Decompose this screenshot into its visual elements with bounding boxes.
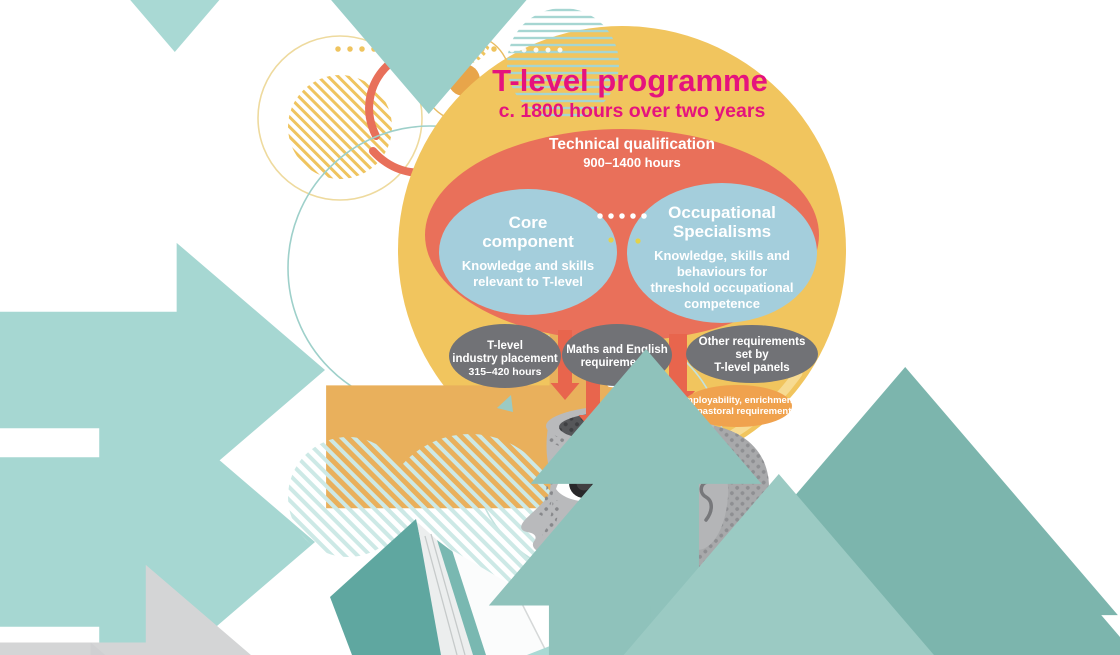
- technical-qualification-hours: 900–1400 hours: [583, 155, 681, 170]
- industry-placement-group: T-level industry placement 315–420 hours: [449, 324, 561, 388]
- employability-ellipse: [682, 385, 792, 427]
- ear-inner-line: [699, 480, 713, 522]
- cheek-halftone: [542, 499, 560, 540]
- other-requirements-ellipse: [686, 325, 818, 383]
- core-component-name-1: Core: [509, 213, 548, 232]
- other-requirements-group: Other requirements set by T-level panels: [686, 325, 818, 383]
- core-component-ellipse: [439, 189, 617, 315]
- title-heading: T-level programme: [492, 63, 768, 98]
- book-back-cover: [330, 519, 445, 655]
- connector-tick-left: [608, 237, 614, 243]
- title-subheading: c. 1800 hours over two years: [499, 100, 766, 122]
- occupational-specialisms-ellipse: [627, 183, 817, 323]
- left-arrow-cluster: [0, 349, 1120, 655]
- occupational-name-2: Specialisms: [673, 222, 771, 241]
- occupational-desc-4: competence: [684, 296, 760, 311]
- connector-tick-right: [635, 238, 641, 244]
- core-component-desc-2: relevant to T-level: [473, 274, 583, 289]
- core-component-group: Core component Knowledge and skills rele…: [439, 189, 617, 315]
- book-page-edges: [417, 522, 473, 655]
- red-arc-left: [365, 56, 398, 140]
- core-component-desc-1: Knowledge and skills: [462, 258, 594, 273]
- occupational-specialisms-group: Occupational Specialisms Knowledge, skil…: [627, 183, 817, 323]
- industry-placement-ellipse: [449, 324, 561, 388]
- teal-down-arrow-large: [0, 0, 388, 52]
- core-component-name-2: component: [482, 232, 574, 251]
- occupational-name-1: Occupational: [668, 203, 776, 222]
- book-page-edge-line-2: [430, 533, 466, 655]
- curved-arrowhead: [497, 395, 513, 412]
- technical-qualification-heading: Technical qualification: [549, 136, 715, 153]
- book-illustration: [330, 519, 549, 655]
- programme-title: T-level programme c. 1800 hours over two…: [492, 63, 768, 122]
- employability-line-1: Employability, enrichment: [678, 395, 796, 406]
- occupational-desc-3: threshold occupational: [650, 280, 793, 295]
- hatched-circle-teal-small: [288, 437, 408, 557]
- book-page-edge-line-1: [424, 535, 458, 655]
- other-line-3: T-level panels: [714, 362, 789, 374]
- maths-line-1: Maths and English: [566, 344, 668, 356]
- hatched-circle-teal-title: [507, 8, 619, 120]
- occupational-desc-2: behaviours for: [677, 264, 767, 279]
- industry-line-1: T-level: [487, 340, 523, 352]
- employability-group: Employability, enrichment and pastoral r…: [677, 385, 797, 427]
- other-line-2: set by: [735, 349, 769, 361]
- occupational-desc-1: Knowledge, skills and: [654, 248, 790, 263]
- outline-circle-pale: [257, 35, 423, 201]
- other-line-1: Other requirements: [699, 336, 806, 348]
- industry-line-3: 315–420 hours: [469, 366, 542, 378]
- employability-line-2: and pastoral requirements: [677, 406, 796, 417]
- industry-line-2: industry placement: [452, 353, 558, 365]
